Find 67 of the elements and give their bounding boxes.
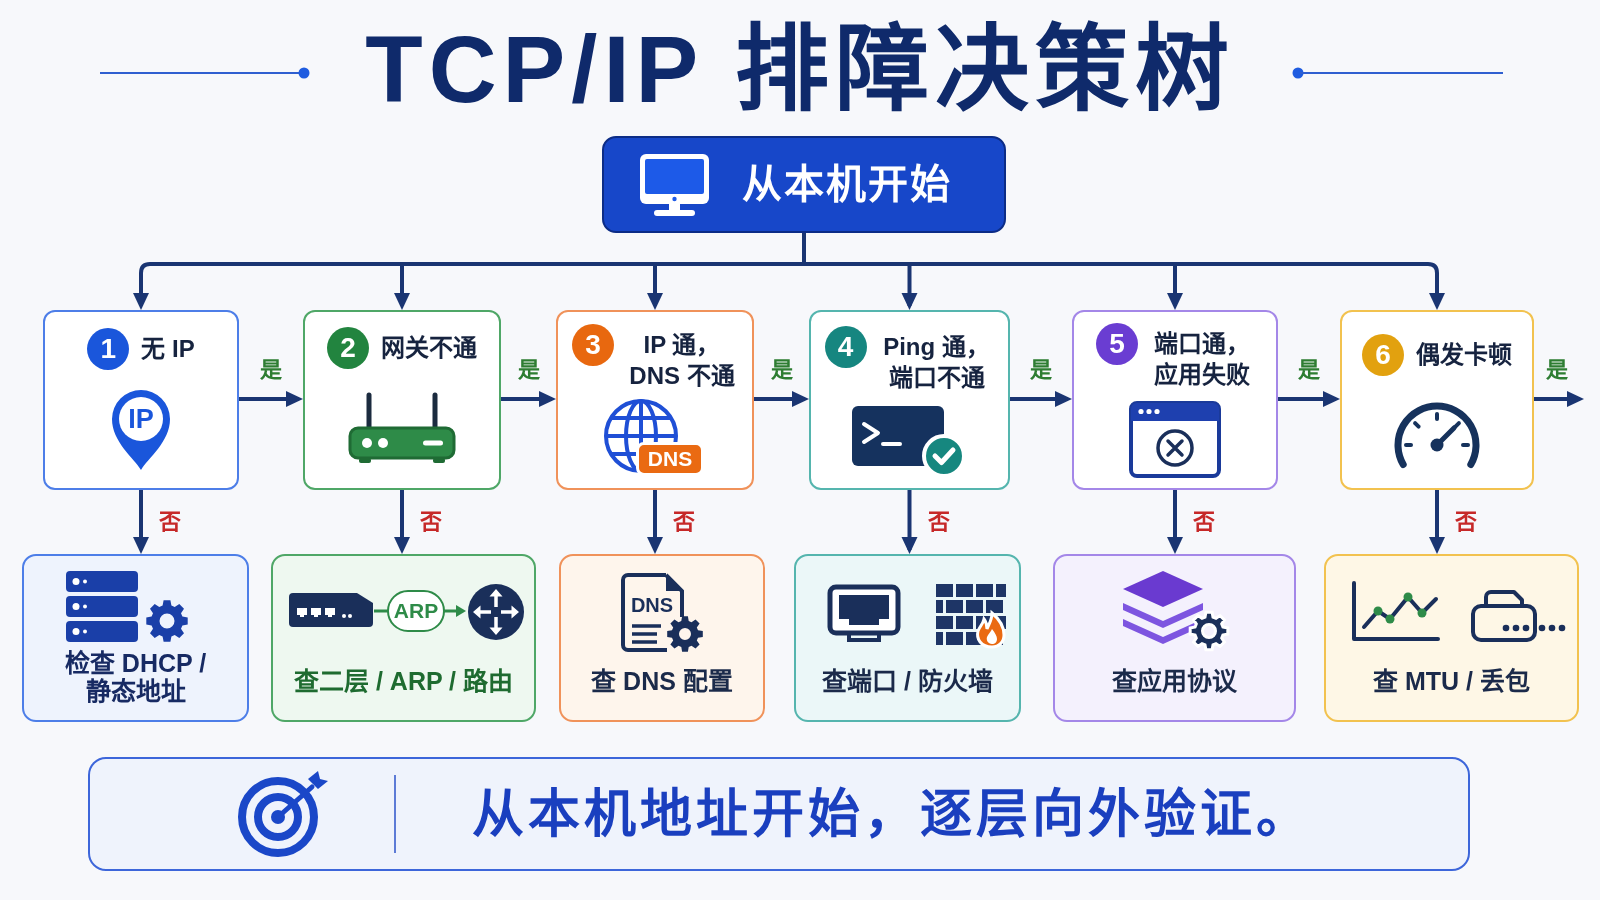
number-badge: 4 bbox=[824, 326, 867, 368]
action-box bbox=[271, 554, 536, 722]
action-box bbox=[22, 554, 249, 722]
number-badge: 1 bbox=[87, 328, 130, 370]
node-label: 端口通，应用失败 bbox=[1153, 329, 1251, 390]
node-label: 偶发卡顿 bbox=[1416, 340, 1512, 370]
start-label: 从本机开始 bbox=[742, 161, 952, 208]
edge-label: 否 bbox=[1190, 509, 1218, 535]
connector-line bbox=[148, 231, 1430, 266]
banner-text: 从本机地址开始，逐层向外验证。 bbox=[472, 784, 1312, 845]
action-label: 查端口 / 防火墙 bbox=[822, 667, 993, 695]
arrow bbox=[1010, 391, 1072, 407]
action-label: 查二层 / ARP / 路由 bbox=[294, 667, 513, 695]
action-box bbox=[1324, 554, 1579, 722]
node-label: Ping 通，端口不通 bbox=[882, 332, 991, 393]
arrow bbox=[754, 391, 809, 407]
node-label: 无 IP bbox=[141, 334, 195, 364]
decision-box bbox=[1340, 310, 1534, 490]
action-label: 检查 DHCP / 静态地址 bbox=[63, 649, 208, 705]
protocol-pill: ARP bbox=[387, 590, 445, 632]
decision-box bbox=[303, 310, 501, 490]
edge-label: 否 bbox=[417, 509, 445, 535]
edge-label: 是 bbox=[1543, 357, 1571, 383]
icon-text: DNS bbox=[630, 595, 674, 615]
edge-label: 是 bbox=[1027, 357, 1055, 383]
node-label: IP 通，DNS 不通 bbox=[628, 330, 736, 391]
arrow bbox=[501, 391, 556, 407]
arrow bbox=[1429, 490, 1445, 554]
arrow bbox=[394, 490, 410, 554]
decision-box bbox=[556, 310, 754, 490]
note-banner bbox=[88, 757, 1470, 871]
arrow bbox=[1167, 264, 1183, 310]
action-box bbox=[1053, 554, 1296, 722]
arrow bbox=[647, 490, 663, 554]
number-badge: 5 bbox=[1096, 323, 1138, 365]
number-badge: 2 bbox=[327, 327, 369, 369]
action-label: 查 MTU / 丢包 bbox=[1373, 667, 1530, 695]
arrow bbox=[901, 490, 918, 554]
arrow bbox=[1427, 262, 1445, 310]
action-label: 查应用协议 bbox=[1112, 667, 1237, 695]
arrow bbox=[1534, 391, 1584, 407]
start-box bbox=[602, 136, 1006, 233]
edge-label: 否 bbox=[156, 509, 184, 535]
edge-label: 否 bbox=[670, 509, 698, 535]
number-badge: 6 bbox=[1362, 334, 1404, 376]
arrow bbox=[1278, 391, 1340, 407]
decision-box bbox=[1072, 310, 1278, 490]
page-title: TCP/IP 排障决策树 bbox=[365, 18, 1235, 122]
action-label: 查 DNS 配置 bbox=[591, 667, 733, 695]
action-box bbox=[794, 554, 1021, 722]
icon-text: IP bbox=[128, 405, 154, 433]
edge-label: 否 bbox=[1452, 509, 1480, 535]
arrow bbox=[394, 264, 410, 310]
arrow bbox=[901, 264, 918, 310]
icon-badge: DNS bbox=[636, 442, 704, 476]
arrow bbox=[1167, 490, 1183, 554]
action-box bbox=[559, 554, 765, 722]
edge-label: 是 bbox=[257, 357, 285, 383]
number-badge: 3 bbox=[572, 324, 614, 366]
decision-box bbox=[43, 310, 239, 490]
arrow bbox=[133, 262, 151, 310]
edge-label: 是 bbox=[1295, 357, 1323, 383]
arrow bbox=[133, 490, 149, 554]
arrow bbox=[647, 264, 663, 310]
node-label: 网关不通 bbox=[381, 333, 477, 363]
decision-box bbox=[809, 310, 1010, 490]
arrow bbox=[239, 391, 303, 407]
